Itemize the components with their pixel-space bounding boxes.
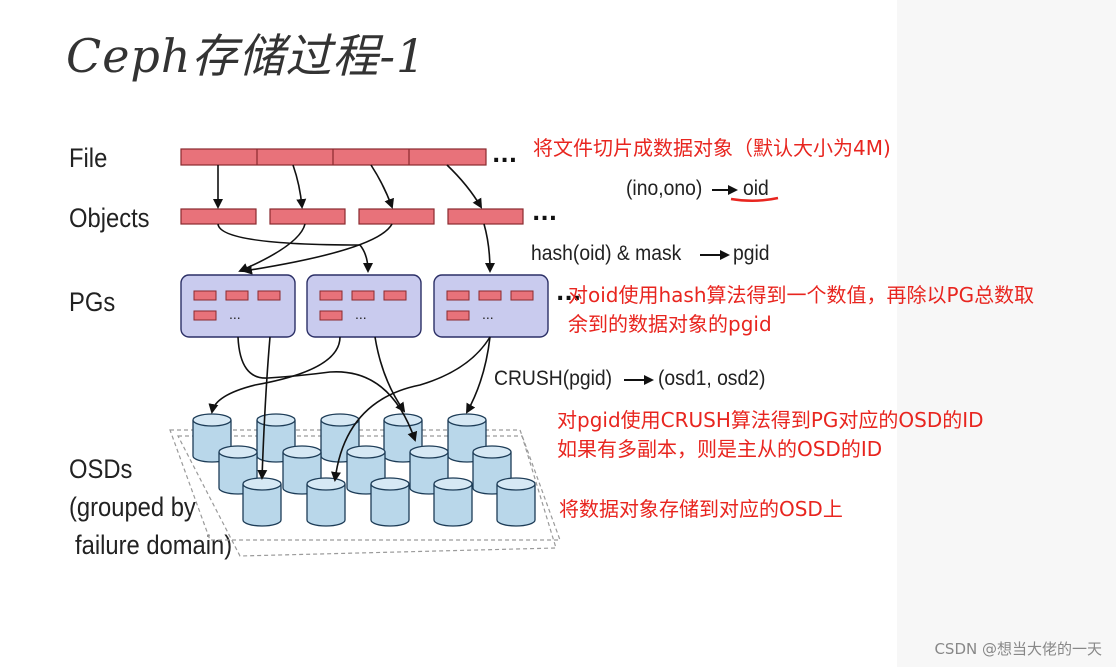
annotation-crush-line1: 对pgid使用CRUSH算法得到PG对应的OSD的ID xyxy=(557,408,984,432)
pg-box: ... xyxy=(180,274,296,338)
object-segment xyxy=(447,208,524,225)
annotation-file-split: 将文件切片成数据对象（默认大小为4M) xyxy=(533,136,891,160)
formula-hash: hash(oid) & mask xyxy=(531,242,682,265)
objects-ellipsis: ... xyxy=(532,201,557,226)
object-segments xyxy=(180,208,524,225)
label-osds-failure-domain: failure domain) xyxy=(75,530,233,560)
pg-to-osd-arrows xyxy=(208,336,491,482)
formula-arrows xyxy=(624,185,738,385)
annotation-store: 将数据对象存储到对应的OSD上 xyxy=(559,497,843,521)
formula-pgid: pgid xyxy=(733,242,770,265)
formula-ino-ono: (ino,ono) xyxy=(626,177,703,200)
pgs-ellipsis: ... xyxy=(556,281,581,306)
watermark: CSDN @想当大佬的一天 xyxy=(934,640,1102,658)
annotation-crush-line2: 如果有多副本，则是主从的OSD的ID xyxy=(557,437,883,461)
oid-underline xyxy=(730,196,779,202)
file-bar xyxy=(180,148,487,166)
osd-cylinder xyxy=(496,477,536,527)
slide-margin xyxy=(897,0,1116,667)
osd-cylinder xyxy=(306,477,346,527)
formula-oid: oid xyxy=(743,177,769,200)
osd-cylinder xyxy=(242,477,282,527)
object-to-pg-arrows xyxy=(217,223,495,275)
svg-text:...: ... xyxy=(229,306,241,322)
pg-box: ... xyxy=(306,274,422,338)
slide-title: Ceph存储过程-1 xyxy=(66,29,427,83)
label-objects: Objects xyxy=(69,203,150,233)
label-osds: OSDs xyxy=(69,454,133,484)
label-file: File xyxy=(69,143,108,173)
osd-cylinders xyxy=(192,413,536,527)
annotation-pg-line2: 余到的数据对象的pgid xyxy=(568,312,772,336)
pg-boxes: ... ... ... xyxy=(180,274,549,338)
file-ellipsis: ... xyxy=(492,143,517,168)
formula-crush: CRUSH(pgid) xyxy=(494,367,613,390)
svg-text:...: ... xyxy=(482,306,494,322)
pg-box: ... xyxy=(433,274,549,338)
object-segment xyxy=(269,208,346,225)
object-segment xyxy=(358,208,435,225)
object-segment xyxy=(180,208,257,225)
annotation-pg-line1: 对oid使用hash算法得到一个数值，再除以PG总数取 xyxy=(568,283,1035,307)
osd-cylinder xyxy=(433,477,473,527)
label-pgs: PGs xyxy=(69,287,116,317)
label-osds-grouped: (grouped by xyxy=(69,492,196,522)
svg-text:...: ... xyxy=(355,306,367,322)
file-to-object-arrows xyxy=(213,164,483,209)
osd-cylinder xyxy=(370,477,410,527)
formula-osd-pair: (osd1, osd2) xyxy=(658,367,766,390)
